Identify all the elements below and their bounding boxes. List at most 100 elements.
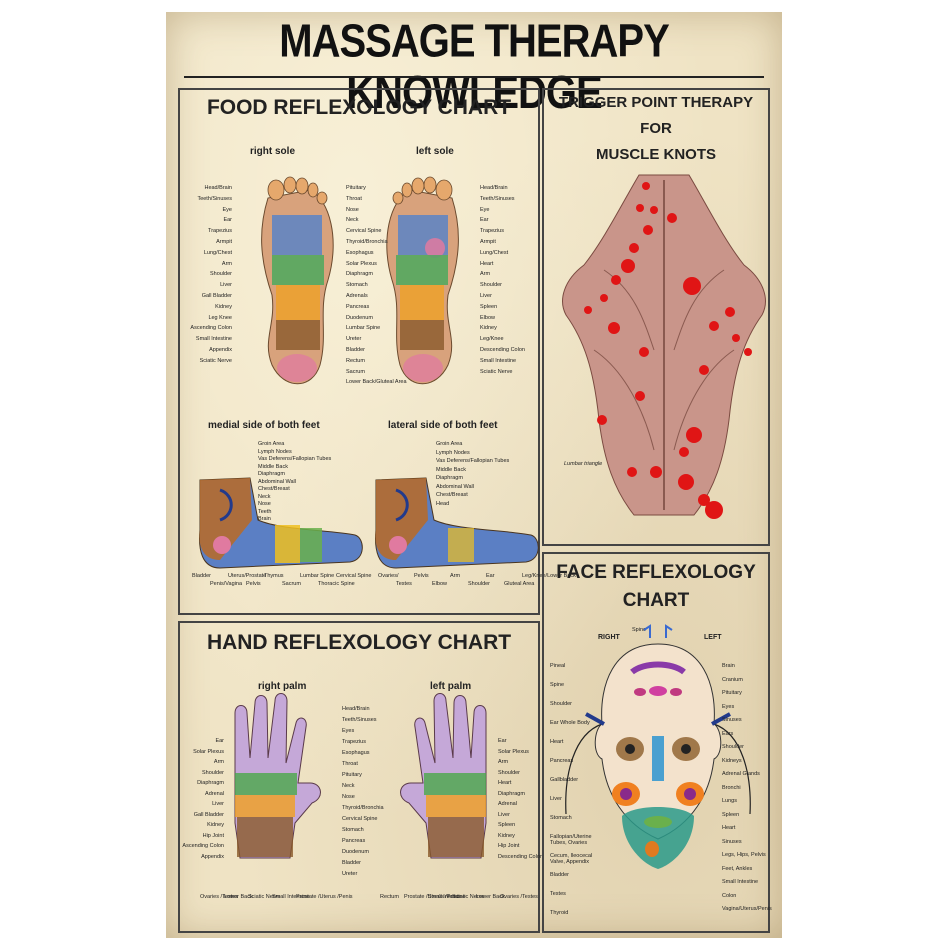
sole-region-label: Armpit <box>480 239 496 245</box>
trigger-point-dot <box>584 306 592 314</box>
sole-region-label: Small Intestine <box>195 336 232 343</box>
trigger-point-dot <box>705 501 723 519</box>
side-foot-label: Leg/Knee/Lower Back <box>522 573 576 579</box>
trigger-point-dot <box>636 204 644 212</box>
trigger-point-dot <box>643 225 653 235</box>
left-sole-label: left sole <box>416 146 454 157</box>
sole-region-label: Ear <box>223 217 232 224</box>
side-foot-label: Brain <box>258 516 271 522</box>
trigger-point-dot <box>744 348 752 356</box>
face-region-label: Heart <box>550 739 564 745</box>
palm-region-label: Head/Brain <box>342 706 370 712</box>
palm-region-label: Duodenum <box>342 849 369 855</box>
face-region-label: Bladder <box>550 872 569 878</box>
face-region-label: Cranium <box>722 676 743 683</box>
sole-region-label: Solar Plexus <box>346 260 377 267</box>
palm-region-label: Liver <box>498 811 510 818</box>
sole-region-label: Stomach <box>346 282 368 289</box>
face-region-label: Small Intestine <box>722 879 759 885</box>
side-foot-label: Chest/Breast <box>436 492 468 498</box>
sole-region-label: Esophagus <box>346 249 374 256</box>
side-foot-label: Bladder <box>192 573 211 579</box>
side-foot-label: Lumbar Spine <box>300 573 335 579</box>
palm-region-label: Adrenal <box>205 790 224 797</box>
face-region-label: Thyroid <box>550 910 569 916</box>
side-foot-label: Abdominal Wall <box>436 483 475 490</box>
palm-region-label: Appendix <box>201 853 224 860</box>
face-title-line2: CHART <box>622 590 690 611</box>
sole-region-label: Nose <box>346 206 359 213</box>
right-sole-label: right sole <box>250 146 296 157</box>
palm-region-label: Cervical Spine <box>342 816 378 822</box>
face-region-label: Shoulder <box>550 701 573 707</box>
lateral-side-label: lateral side of both feet <box>388 420 498 431</box>
face-region-label: Eyes <box>722 703 735 710</box>
palm-region-label: Thyroid/Bronchia <box>342 805 384 811</box>
sole-region-label: Pancreas <box>346 303 370 310</box>
sole-region-label: Diaphragm <box>346 271 373 278</box>
right-sole-figure <box>261 176 334 385</box>
palm-region-label: Heart <box>498 780 512 786</box>
sole-region-label: Small Intestine <box>480 357 517 364</box>
sole-region-label: Armpit <box>216 239 232 245</box>
face-region-label: Feet, Ankles <box>722 865 753 872</box>
trigger-point-panel: TRIGGER POINT THERAPY FOR MUSCLE KNOTS L… <box>542 88 770 546</box>
side-foot-label: Lymph Nodes <box>436 449 470 456</box>
side-foot-label: Sacrum <box>282 581 301 587</box>
sole-region-label: Teeth/Sinuses <box>197 195 232 202</box>
palm-bottom-label: Small Intensine <box>272 894 310 900</box>
sole-region-label: Liver <box>480 293 492 299</box>
sole-region-label: Sciatic Nerve <box>199 357 232 364</box>
palm-bottom-label: Small Intensine <box>428 894 466 900</box>
trigger-point-dot <box>667 213 677 223</box>
trigger-point-dot <box>699 365 709 375</box>
sole-region-label: Heart <box>480 260 494 267</box>
medial-foot-figure <box>199 477 363 569</box>
palm-region-label: Throat <box>342 761 358 767</box>
side-foot-label: Gluteal Area <box>504 581 535 587</box>
sole-region-label: Sacrum <box>346 368 365 375</box>
food-chart-title: FOOD REFLEXOLOGY CHART <box>206 96 512 119</box>
sole-region-label: Lumbar Spine <box>346 325 381 332</box>
sole-region-label: Lung/Chest <box>203 249 232 256</box>
right-hand-figure <box>234 693 321 859</box>
trigger-point-dot <box>621 259 635 273</box>
sole-region-label: Sciatic Nerve <box>480 368 513 375</box>
palm-region-label: Kidney <box>498 832 515 839</box>
side-foot-label: Pelvis <box>246 581 261 587</box>
sole-region-label: Liver <box>220 282 232 289</box>
poster: MASSAGE THERAPY KNOWLEDGE FOOD REFLEXOLO… <box>166 12 782 938</box>
side-foot-label: Uterus/Prostate <box>228 573 267 579</box>
face-region-label: Kidneys <box>722 757 742 764</box>
side-foot-label: Chest/Breast <box>258 486 290 492</box>
right-palm-label: right palm <box>258 681 307 692</box>
sole-region-label: Kidney <box>215 303 232 310</box>
palm-region-label: Kidney <box>207 822 224 828</box>
trigger-title-line2: FOR <box>640 120 672 137</box>
palm-bottom-label: Prostate /Uterus /Penis <box>404 894 461 900</box>
sole-region-label: Lung/Chest <box>480 249 509 256</box>
trigger-point-dot <box>678 474 694 490</box>
sole-region-label: Cervical Spine <box>346 228 382 235</box>
face-region-label: Heart <box>722 825 736 831</box>
palm-region-label: Liver <box>212 801 224 807</box>
sole-region-label: Throat <box>346 195 362 202</box>
face-left-label: LEFT <box>704 634 722 641</box>
face-region-label: Spleen <box>722 811 740 818</box>
lateral-foot-figure <box>375 477 539 569</box>
side-foot-label: Diaphragm <box>258 471 285 477</box>
palm-region-label: Descending Colon <box>498 853 543 860</box>
trigger-point-dot <box>597 415 607 425</box>
trigger-point-dot <box>686 427 702 443</box>
face-reflexology-panel: FACE REFLEXOLOGY CHART RIGHT LEFT Spine <box>542 552 772 933</box>
palm-region-label: Trapezius <box>342 739 366 745</box>
side-foot-label: Neck <box>258 493 271 500</box>
palm-bottom-label: Lower Back <box>224 894 253 900</box>
side-foot-label: Testes <box>396 581 412 587</box>
side-foot-label: Ovaries/ <box>378 573 399 579</box>
sole-region-label: Adrenals <box>346 293 368 299</box>
trigger-point-dot <box>600 294 608 302</box>
sole-region-label: Ascending Colon <box>190 325 232 332</box>
sole-region-label: Bladder <box>346 347 365 353</box>
left-hand-figure <box>400 693 487 859</box>
